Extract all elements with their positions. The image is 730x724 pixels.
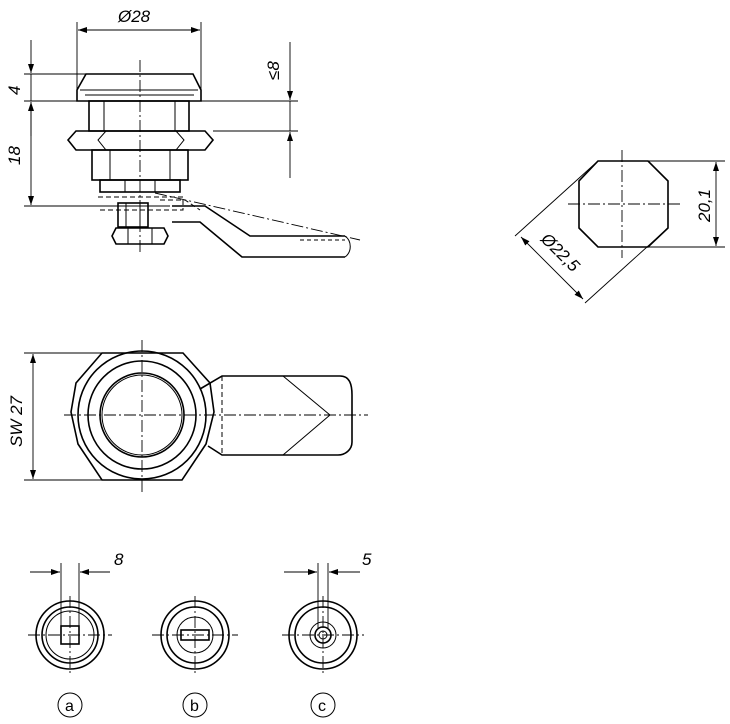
variant-a-square-key: 8 a — [28, 550, 124, 718]
label-cutout-diameter: Ø22,5 — [536, 229, 583, 276]
hex-nut — [66, 130, 215, 151]
dim-max-panel: ≤8 — [201, 42, 298, 178]
label-thread-length: 18 — [5, 146, 24, 165]
label-variant-c-size: 5 — [362, 550, 372, 569]
front-hex — [70, 352, 215, 481]
label-cutout-flat: 20,1 — [695, 189, 714, 223]
lock-head — [76, 73, 202, 102]
dim-head-height: 4 — [5, 40, 86, 136]
variant-b-slot-key: b — [152, 596, 238, 718]
label-outer-diameter: Ø28 — [117, 7, 151, 26]
dim-thread-length: 18 — [5, 103, 170, 207]
panel-cutout-view: 20,1 Ø22,5 — [514, 150, 725, 304]
front-view: SW 27 — [7, 340, 368, 492]
variant-b-label: b — [190, 698, 199, 715]
cam-nut — [111, 227, 169, 245]
label-head-height: 4 — [5, 86, 24, 95]
label-wrench-size: SW 27 — [7, 395, 26, 447]
label-max-panel: ≤8 — [264, 61, 283, 80]
variant-c-label: c — [318, 698, 326, 715]
variant-c-pin-key: 5 c — [282, 550, 372, 718]
cam-arm — [172, 205, 345, 237]
dim-diameter-28: Ø28 — [76, 7, 202, 100]
side-view — [66, 60, 361, 258]
label-variant-a-size: 8 — [114, 550, 124, 569]
variant-a-label: a — [65, 698, 74, 715]
